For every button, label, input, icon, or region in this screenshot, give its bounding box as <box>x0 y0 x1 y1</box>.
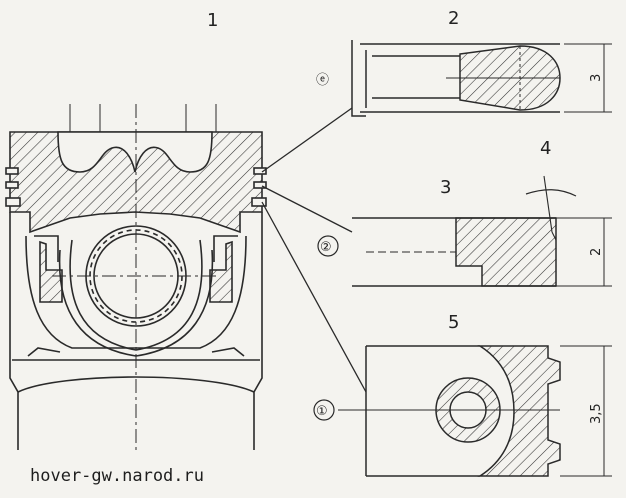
marker-circle-1 <box>313 399 335 421</box>
ring-groove-left-1 <box>5 167 19 175</box>
piston-cross-section <box>5 104 267 450</box>
callout-2: 2 <box>448 8 459 29</box>
dim-ring3: 2 <box>589 248 604 256</box>
ring-groove-left-2 <box>5 181 19 189</box>
piston-skirt <box>9 212 263 450</box>
ring-groove-right-3 <box>251 197 267 207</box>
marker-e: ⓔ <box>316 73 329 88</box>
watermark: hover-gw.narod.ru <box>30 466 204 486</box>
callout-5: 5 <box>448 312 459 333</box>
ring-detail-3 <box>352 175 612 287</box>
ring-detail-5 <box>338 345 612 477</box>
ring-detail-2 <box>351 40 612 117</box>
marker-circle-2 <box>317 235 339 257</box>
ring-groove-right-1 <box>253 167 267 175</box>
callout-4: 4 <box>540 138 551 159</box>
ring5-profile <box>477 345 561 477</box>
ring-groove-left-3 <box>5 197 21 207</box>
marker-2: ② <box>320 240 332 255</box>
piston-bowl <box>57 131 213 173</box>
callout-1: 1 <box>207 10 218 31</box>
marker-1: ① <box>316 404 328 419</box>
ring-groove-right-2 <box>253 181 267 189</box>
dim-ring2: 3 <box>589 74 604 82</box>
ring3-profile <box>455 217 557 287</box>
leader-lines <box>261 107 367 393</box>
callout-3: 3 <box>440 177 451 198</box>
dim-ring5: 3,5 <box>589 403 604 424</box>
